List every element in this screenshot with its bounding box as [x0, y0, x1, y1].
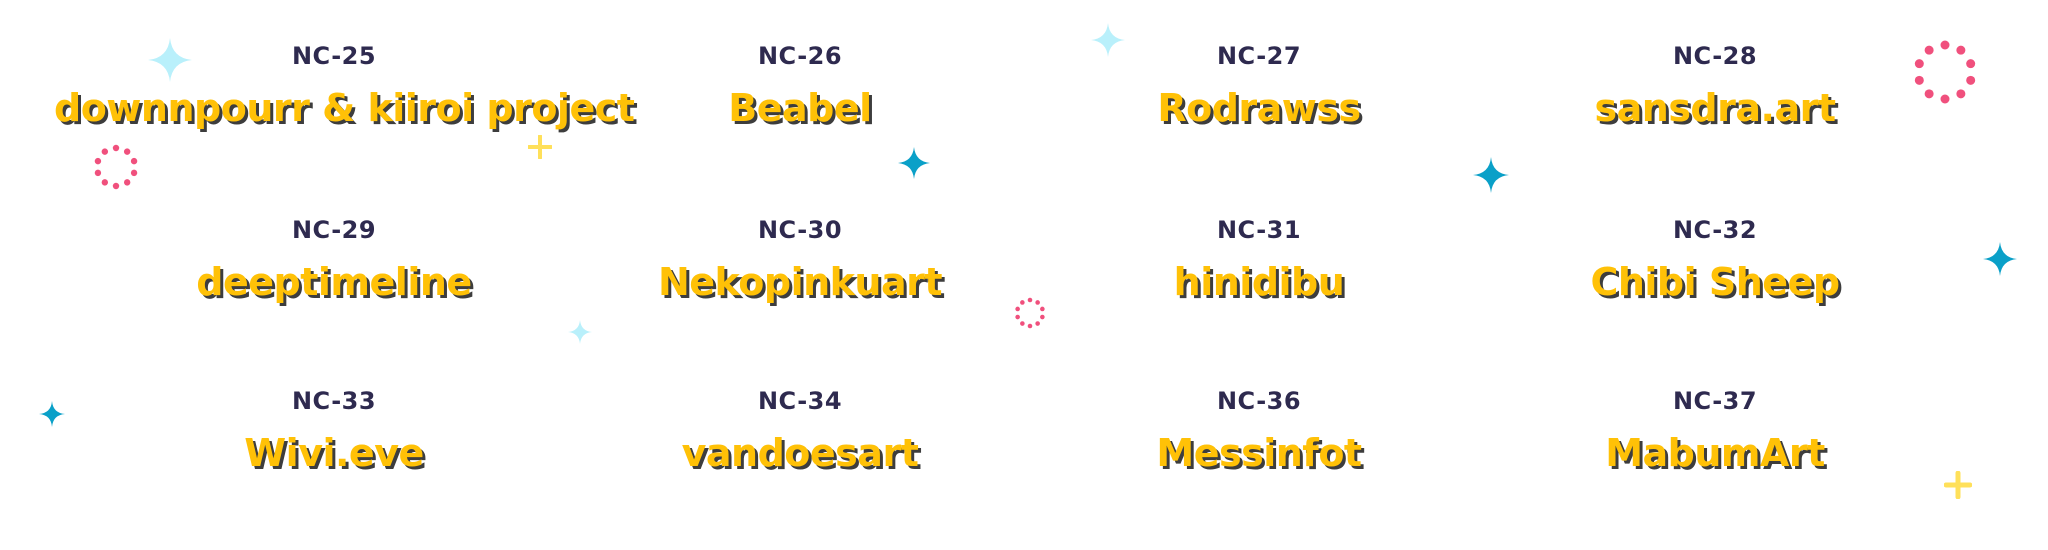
artist-name: deeptimeline — [196, 260, 472, 304]
artist-name: Beabel — [728, 86, 872, 130]
sparkle-icon — [898, 147, 930, 179]
sparkle-icon — [568, 320, 592, 344]
entry-code: NC-33 — [291, 387, 377, 415]
artist-entry: NC-28 sansdra.art — [1435, 42, 1995, 132]
plus-icon — [528, 135, 552, 159]
entry-code: NC-30 — [757, 216, 843, 244]
artist-entry: NC-25 downnpourr & kiiroi project — [54, 42, 635, 132]
dot-ring-icon — [94, 144, 138, 190]
dot-ring-icon — [1015, 297, 1045, 329]
artist-entry: NC-29 deeptimeline — [54, 216, 614, 306]
artist-name: vandoesart — [681, 431, 919, 475]
entry-code: NC-34 — [757, 387, 843, 415]
entry-code: NC-25 — [291, 42, 377, 70]
artist-name: Wivi.eve — [244, 431, 424, 475]
artist-name: Nekopinkuart — [657, 260, 943, 304]
artist-name: hinidibu — [1173, 260, 1345, 304]
artist-name: MabumArt — [1605, 431, 1825, 475]
artist-name: sansdra.art — [1594, 86, 1837, 130]
artist-name: Chibi Sheep — [1590, 260, 1840, 304]
artist-name: Messinfot — [1156, 431, 1362, 475]
entry-code: NC-36 — [1216, 387, 1302, 415]
entry-code: NC-32 — [1672, 216, 1758, 244]
sparkle-icon — [148, 38, 192, 82]
artist-entry: NC-34 vandoesart — [520, 387, 1080, 477]
entry-code: NC-37 — [1672, 387, 1758, 415]
entry-code: NC-31 — [1216, 216, 1302, 244]
sparkle-icon — [1983, 242, 2017, 276]
dot-ring-icon — [1914, 40, 1976, 104]
artist-name: downnpourr & kiiroi project — [54, 86, 635, 130]
artist-entry: NC-31 hinidibu — [979, 216, 1539, 306]
entry-code: NC-27 — [1216, 42, 1302, 70]
sparkle-icon — [1473, 157, 1509, 193]
sparkle-icon — [39, 401, 65, 427]
artist-name: Rodrawss — [1157, 86, 1361, 130]
plus-icon — [1944, 471, 1972, 499]
entry-code: NC-29 — [291, 216, 377, 244]
entry-code: NC-28 — [1672, 42, 1758, 70]
sparkle-icon — [1091, 23, 1125, 57]
entry-code: NC-26 — [757, 42, 843, 70]
